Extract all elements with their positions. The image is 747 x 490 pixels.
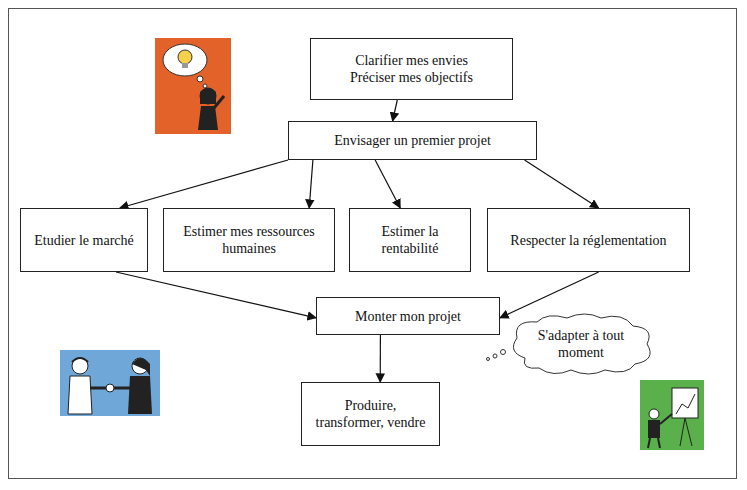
handshake-icon xyxy=(60,350,160,416)
arrow-connector xyxy=(500,272,599,318)
arrow-connector xyxy=(309,160,313,208)
node-text: Estimer mes ressources humaines xyxy=(172,223,326,257)
arrow-connector xyxy=(393,100,398,121)
step-box: Estimer la rentabilité xyxy=(349,208,471,272)
arrow-connector xyxy=(375,160,400,208)
cloud-outline xyxy=(505,312,657,376)
step-box: Estimer mes ressources humaines xyxy=(163,208,335,272)
node-text: Etudier le marché xyxy=(34,232,134,249)
presenter-icon xyxy=(640,380,704,450)
step-box: Respecter la réglementation xyxy=(487,208,690,272)
idea-icon xyxy=(155,38,231,134)
node-text: Estimer la rentabilité xyxy=(358,223,462,257)
result-box: Produire, transformer, vendre xyxy=(301,382,440,446)
node-text: S'adapter à tout moment xyxy=(531,327,631,361)
node-text: Préciser mes objectifs xyxy=(350,69,473,86)
node-text: Monter mon projet xyxy=(355,308,461,325)
project-box: Envisager un premier projet xyxy=(288,121,537,160)
arrow-connector xyxy=(120,160,288,208)
arrow-connector xyxy=(525,160,599,208)
goal-box: Clarifier mes enviesPréciser mes objecti… xyxy=(310,38,513,100)
arrow-connector xyxy=(380,335,381,382)
node-text: Produire, transformer, vendre xyxy=(310,397,431,431)
thought-tail xyxy=(487,350,506,361)
arrow-connector xyxy=(116,272,316,318)
node-text: Clarifier mes envies xyxy=(355,52,468,69)
thought-cloud: S'adapter à tout moment xyxy=(505,312,657,376)
node-text: Respecter la réglementation xyxy=(510,232,666,249)
node-text: Envisager un premier projet xyxy=(334,132,491,149)
build-box: Monter mon projet xyxy=(316,297,500,335)
step-box: Etudier le marché xyxy=(20,208,148,272)
